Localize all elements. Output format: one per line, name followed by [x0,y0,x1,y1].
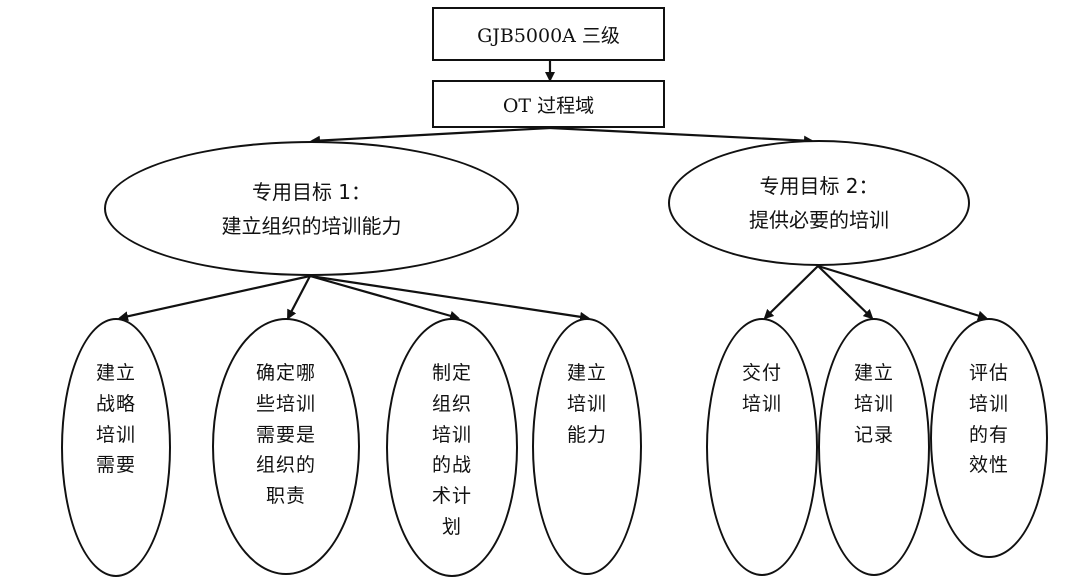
process-area-node: OT 过程域 [432,80,665,128]
process-area-label: OT 过程域 [502,94,595,117]
practice-line: 能力 [566,423,607,446]
connector-goal-2-practice-3 [817,264,988,321]
practice-line: 术计 [431,485,472,508]
practice-line: 些培训 [255,392,316,415]
practice-line: 培训 [431,423,472,446]
specific-goal-2: 专用目标 2： 提供必要的培训 [668,140,970,266]
connector-goal-1-practice-3 [309,274,460,321]
practice-line: 培训 [968,392,1009,415]
practice-line: 确定哪 [255,362,316,384]
practice-line: 组织 [431,392,472,415]
practice-line: 的有 [968,423,1009,446]
practice-line: 战略 [95,392,136,415]
goal-2-description: 提供必要的培训 [749,208,889,232]
practice-line: 效性 [968,454,1009,477]
connector-process-goal-1 [310,126,551,146]
specific-goal-1: 专用目标 1： 建立组织的培训能力 [104,141,519,276]
practice-line: 培训 [853,392,894,415]
goal-2-practice-3: 评估 培训 的有 效性 [930,318,1048,558]
goal-1-practice-4: 建立 培训 能力 [532,318,642,575]
goal-1-title: 专用目标 1： [251,179,372,204]
practice-line: 培训 [95,423,136,446]
practice-line: 建立 [853,362,894,384]
practice-line: 培训 [566,392,607,415]
practice-line: 的战 [431,454,472,477]
practice-line: 需要是 [255,423,316,446]
goal-1-practice-1: 建立 战略 培训 需要 [61,318,171,577]
connector-goal-1-practice-4 [309,274,590,322]
practice-line: 建立 [566,362,607,384]
goal-2-practice-1: 交付 培训 [706,318,818,576]
connector-goal-2-practice-1 [763,265,819,320]
practice-line: 职责 [265,485,306,508]
practice-line: 记录 [853,423,894,446]
practice-line: 划 [441,515,462,538]
connector-goal-1-practice-1 [118,274,311,322]
connector-goal-1-practice-2 [287,275,311,320]
root-node: GJB5000A 三级 [432,7,665,61]
goal-2-practice-2: 建立 培训 记录 [818,318,930,576]
practice-line: 组织的 [255,454,316,477]
goal-1-practice-2: 确定哪 些培训 需要是 组织的 职责 [212,318,360,575]
practice-line: 制定 [431,362,472,384]
goal-1-practice-3: 制定 组织 培训 的战 术计 划 [386,318,518,577]
goal-1-description: 建立组织的培训能力 [221,213,402,238]
practice-line: 培训 [741,392,782,415]
practice-line: 需要 [95,454,136,477]
connector-process-goal-2 [549,126,814,146]
practice-line: 评估 [968,362,1009,384]
practice-line: 建立 [95,362,136,384]
practice-line: 交付 [741,362,782,384]
goal-2-title: 专用目标 2： [759,174,879,198]
connector-goal-2-practice-2 [817,265,874,320]
root-node-label: GJB5000A 三级 [477,24,620,47]
